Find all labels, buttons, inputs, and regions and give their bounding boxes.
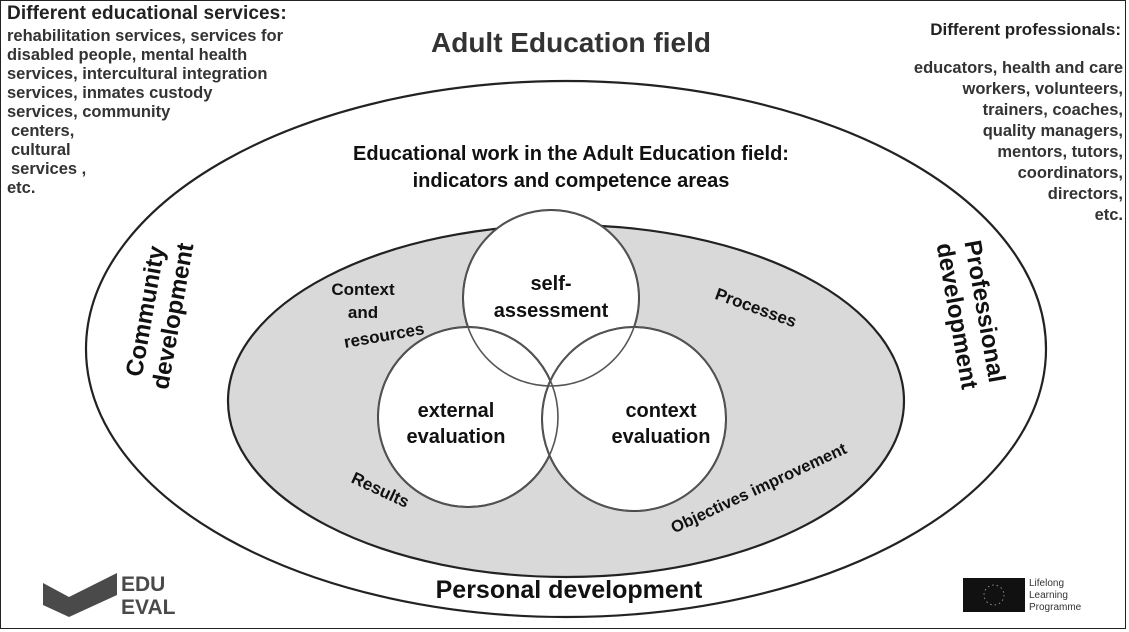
services-list: rehabilitation services, services for di… (7, 27, 367, 198)
context-evaluation-label-2: evaluation (612, 426, 711, 448)
subtitle-line: Educational work in the Adult Education … (353, 143, 789, 165)
services-title: Different educational services: (7, 3, 287, 24)
services-line: services, community (7, 103, 171, 121)
checkmark-icon (43, 573, 117, 617)
eduval-logo: EDU EVAL (41, 569, 191, 619)
svg-text:EDU: EDU (121, 573, 165, 596)
services-line: services, intercultural integration (7, 65, 268, 83)
services-line: services , (11, 160, 87, 178)
external-evaluation-label-2: evaluation (407, 426, 506, 448)
professionals-title: Different professionals: (930, 20, 1121, 39)
professionals-line: directors, (1047, 185, 1123, 203)
professionals-line: coordinators, (1017, 164, 1123, 182)
llp-logo: Lifelong Learning Programme (963, 576, 1113, 616)
subtitle-line: indicators and competence areas (412, 170, 730, 192)
services-line: rehabilitation services, services for (7, 27, 284, 45)
services-line: disabled people, mental health (7, 46, 248, 64)
self-assessment-label: self- (530, 273, 571, 295)
personal-development-label: Personal development (436, 576, 703, 604)
services-line: etc. (7, 179, 36, 197)
professionals-line: workers, volunteers, (962, 80, 1123, 98)
services-line: services, inmates custody (7, 84, 213, 102)
professionals-line: quality managers, (982, 122, 1123, 140)
context-evaluation-label: context (625, 400, 696, 422)
self-assessment-label-2: assessment (494, 300, 609, 322)
llp-text: Lifelong Learning Programme (1029, 578, 1082, 613)
external-evaluation-label: external (418, 400, 495, 422)
services-line: cultural (11, 141, 71, 159)
context-resources-label: Context (331, 280, 395, 299)
context-resources-label-2: and (348, 303, 378, 322)
professionals-line: trainers, coaches, (982, 101, 1123, 119)
services-line: centers, (11, 122, 75, 140)
svg-text:EVAL: EVAL (121, 596, 176, 619)
professionals-line: educators, health and care (913, 59, 1123, 77)
professionals-line: etc. (1094, 206, 1123, 224)
page-title: Adult Education field (431, 27, 711, 58)
professionals-list: educators, health and care workers, volu… (843, 58, 1123, 226)
diagram-subtitle: Educational work in the Adult Education … (271, 141, 871, 195)
professionals-line: mentors, tutors, (997, 143, 1123, 161)
eu-flag-icon (963, 578, 1025, 612)
